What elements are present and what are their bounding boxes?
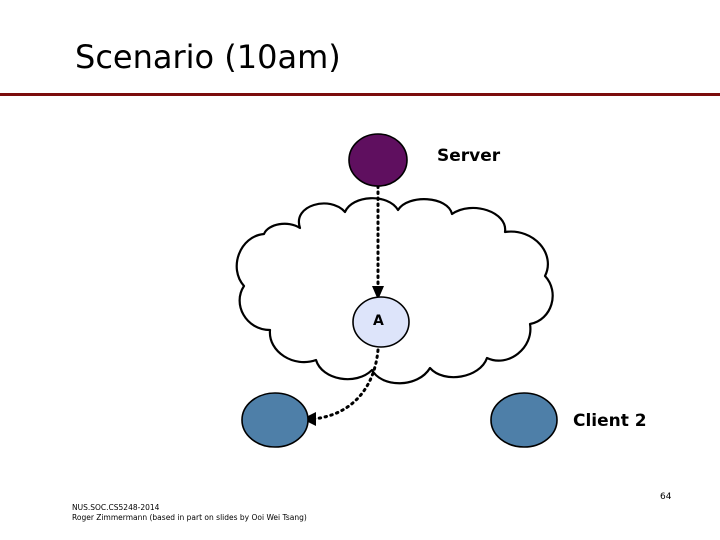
client2-label: Client 2	[573, 411, 647, 431]
client1-node	[241, 392, 309, 448]
cloud-shape	[235, 197, 554, 385]
footer-line-2: Roger Zimmermann (based in part on slide…	[72, 513, 307, 522]
cache-to-client1-arrow	[310, 348, 380, 421]
server-node	[348, 133, 408, 187]
footer: NUS.SOC.CS5248-2014 Roger Zimmermann (ba…	[72, 503, 307, 523]
server-to-cache-arrowhead	[372, 286, 384, 300]
footer-line-1: NUS.SOC.CS5248-2014	[72, 503, 160, 512]
cache-node-a-label: A	[373, 313, 384, 329]
cache-to-client1-arrowhead	[302, 412, 316, 426]
cache-node-a	[352, 296, 410, 348]
title-divider	[0, 93, 720, 96]
server-label: Server	[437, 146, 501, 166]
slide-number: 64	[660, 492, 672, 502]
page-title: Scenario (10am)	[75, 38, 341, 76]
client2-node	[490, 392, 558, 448]
